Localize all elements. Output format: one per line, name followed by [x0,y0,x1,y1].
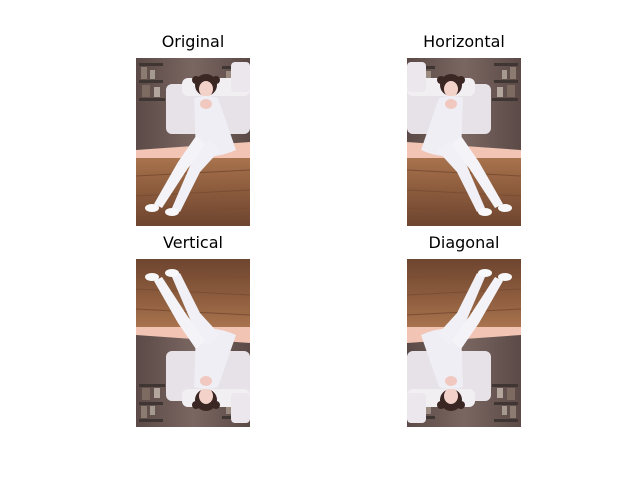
panel-title-vertical: Vertical [163,233,223,252]
photo-vertical-flip [136,259,250,427]
panel-title-original: Original [161,32,225,51]
photo-diagonal-flip [407,259,521,427]
photo-horizontal-flip [407,58,521,226]
panel-title-horizontal: Horizontal [423,32,505,51]
panel-title-diagonal: Diagonal [428,233,500,252]
photo-original [136,58,250,226]
